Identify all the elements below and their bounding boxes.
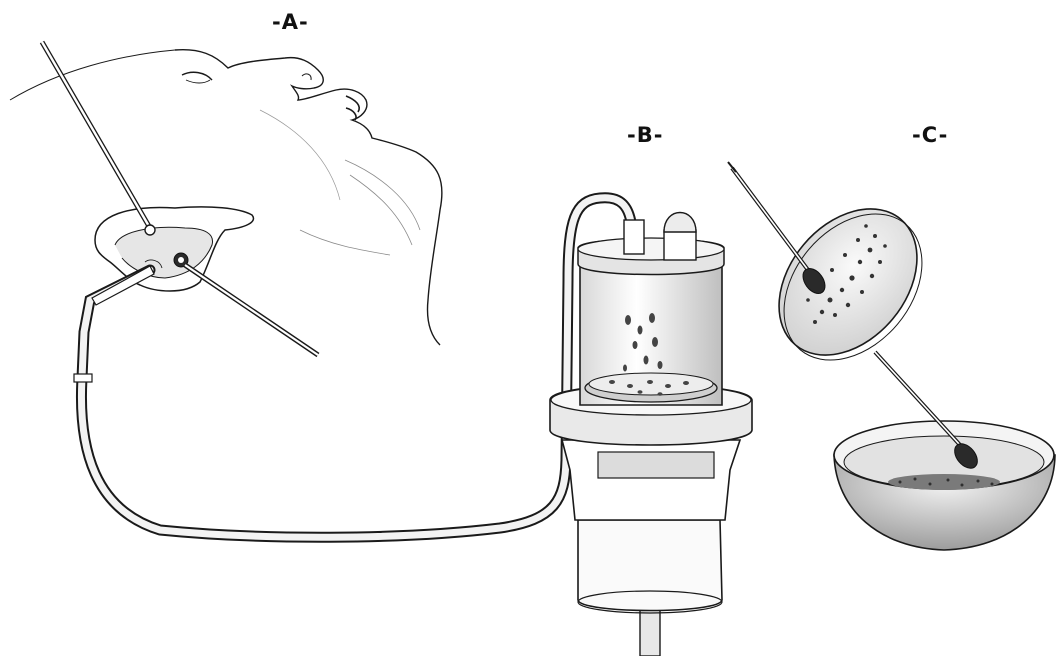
ear xyxy=(95,207,253,291)
ear-probe xyxy=(42,42,155,235)
spatula-upper xyxy=(728,162,830,298)
label-panel-a: -A- xyxy=(272,10,309,34)
label-panel-b: -B- xyxy=(627,123,663,147)
collector xyxy=(550,213,752,657)
label-panel-c: -C- xyxy=(912,123,948,147)
specimen-bowl xyxy=(834,421,1055,550)
filter-disc xyxy=(751,182,950,387)
ear-speculum-rod xyxy=(185,265,318,355)
